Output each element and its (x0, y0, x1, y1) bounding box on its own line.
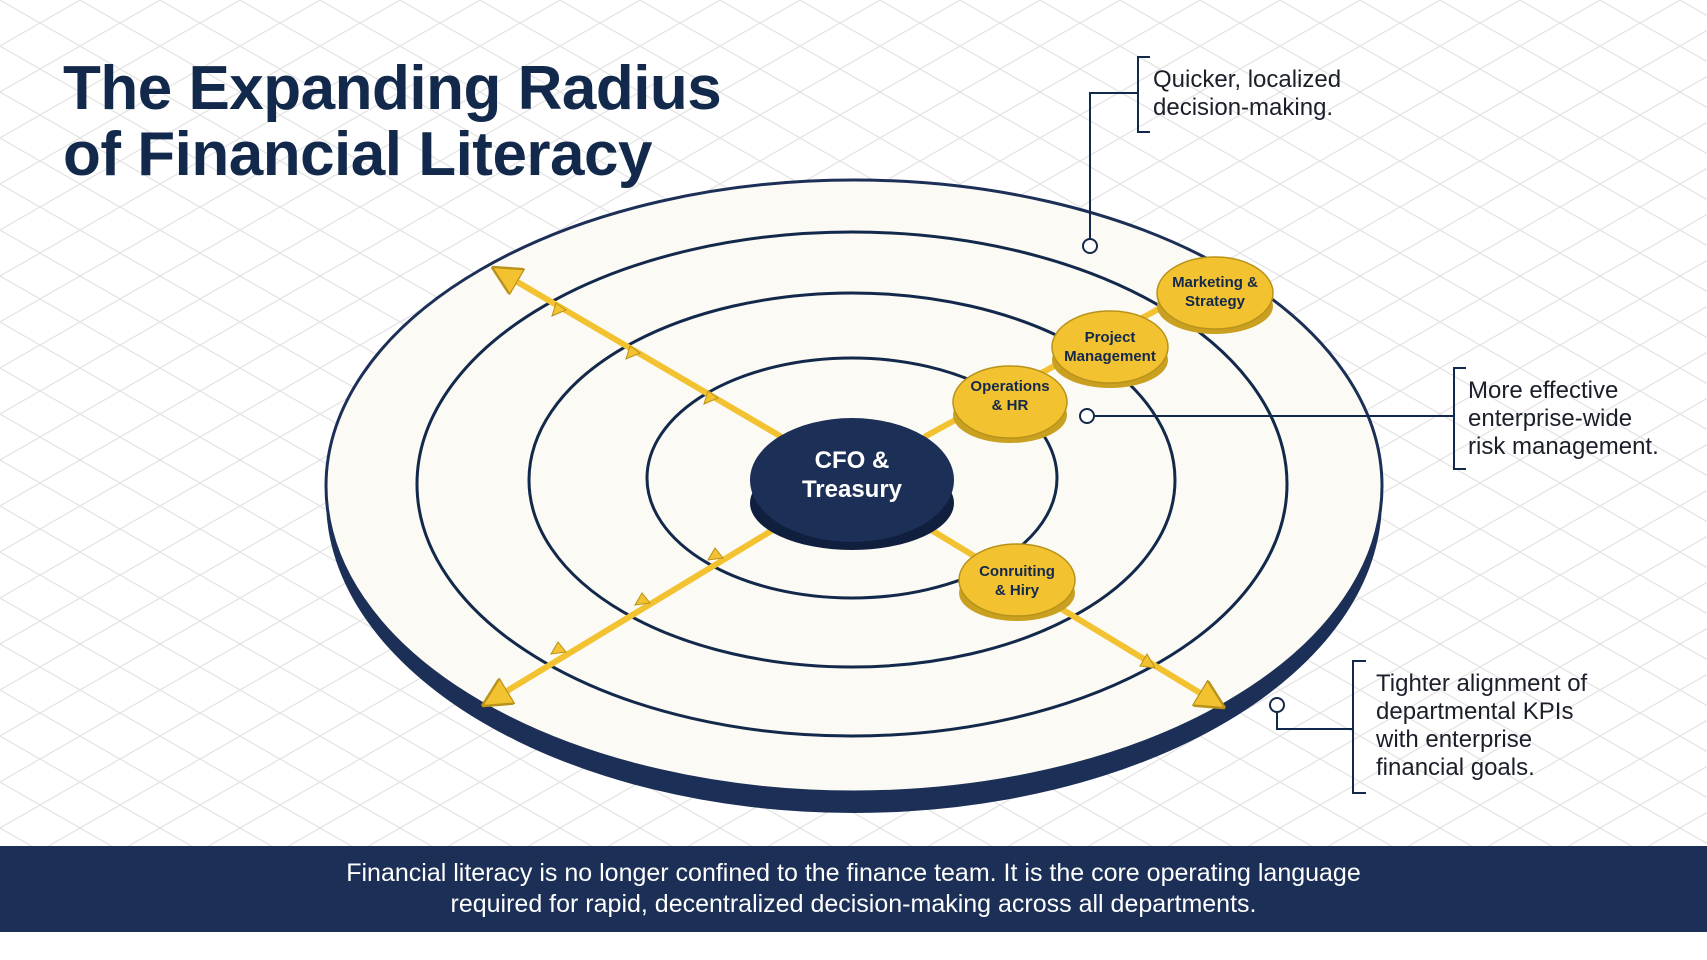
node-project-management-line2: Management (1064, 348, 1156, 365)
ring-third (527, 291, 1177, 669)
callout-middle-line1: More effective (1468, 377, 1619, 404)
callout-top-line2: decision-making. (1153, 94, 1334, 121)
ring-second (645, 356, 1059, 600)
node-project-management-line1: Project (1085, 329, 1136, 346)
callout-top-line1: Quicker, localized (1153, 66, 1342, 93)
callout-connector-middle (1079, 367, 1466, 470)
arrow-upper-left (502, 273, 783, 439)
arrow-lower-left (492, 519, 789, 700)
arrow-lower-right (915, 519, 1215, 702)
callout-top: Quicker, localized decision-making. (1153, 66, 1341, 122)
callout-connector-bottom (1269, 660, 1366, 794)
footer-banner: Financial literacy is no longer confined… (0, 846, 1707, 932)
concentric-rings (415, 230, 1289, 738)
node-recruiting-hiring-line2: & Hiry (995, 582, 1040, 599)
node-marketing-strategy: Marketing & Strategy (1156, 256, 1274, 334)
callout-connector-top (1082, 56, 1150, 254)
center-label-line1: CFO & (815, 447, 890, 474)
node-operations-hr-line1: Operations (970, 378, 1049, 395)
callout-middle-line2: enterprise-wide (1468, 405, 1633, 432)
footer-line1: Financial literacy is no longer confined… (346, 859, 1361, 887)
callout-middle-line3: risk management. (1468, 433, 1659, 460)
footer-line2: required for rapid, decentralized decisi… (450, 890, 1257, 918)
node-operations-hr-line2: & HR (992, 397, 1029, 414)
callout-bottom-line3: with enterprise (1376, 726, 1533, 753)
callout-bottom-line4: financial goals. (1376, 754, 1535, 781)
node-recruiting-hiring-line1: Conruiting (979, 563, 1055, 580)
arrow-chevrons (550, 302, 1156, 669)
callout-middle: More effective enterprise-wide risk mana… (1468, 377, 1659, 461)
page-title: The Expanding Radius of Financial Litera… (63, 54, 722, 189)
node-operations-hr: Operations & HR (952, 365, 1068, 443)
page-title-line1: The Expanding Radius (63, 54, 722, 123)
node-recruiting-hiring: Conruiting & Hiry (958, 543, 1076, 621)
callout-bottom-line2: departmental KPIs (1376, 698, 1574, 725)
node-marketing-strategy-line2: Strategy (1185, 293, 1246, 310)
node-marketing-strategy-line1: Marketing & (1172, 274, 1258, 291)
callout-bottom-line1: Tighter alignment of (1376, 670, 1588, 697)
center-hub: CFO & Treasury (750, 418, 954, 550)
center-label-line2: Treasury (802, 476, 903, 503)
node-project-management: Project Management (1051, 310, 1169, 388)
ring-outer (415, 230, 1289, 738)
page-title-line2: of Financial Literacy (63, 120, 653, 189)
callout-bottom: Tighter alignment of departmental KPIs w… (1376, 670, 1587, 782)
